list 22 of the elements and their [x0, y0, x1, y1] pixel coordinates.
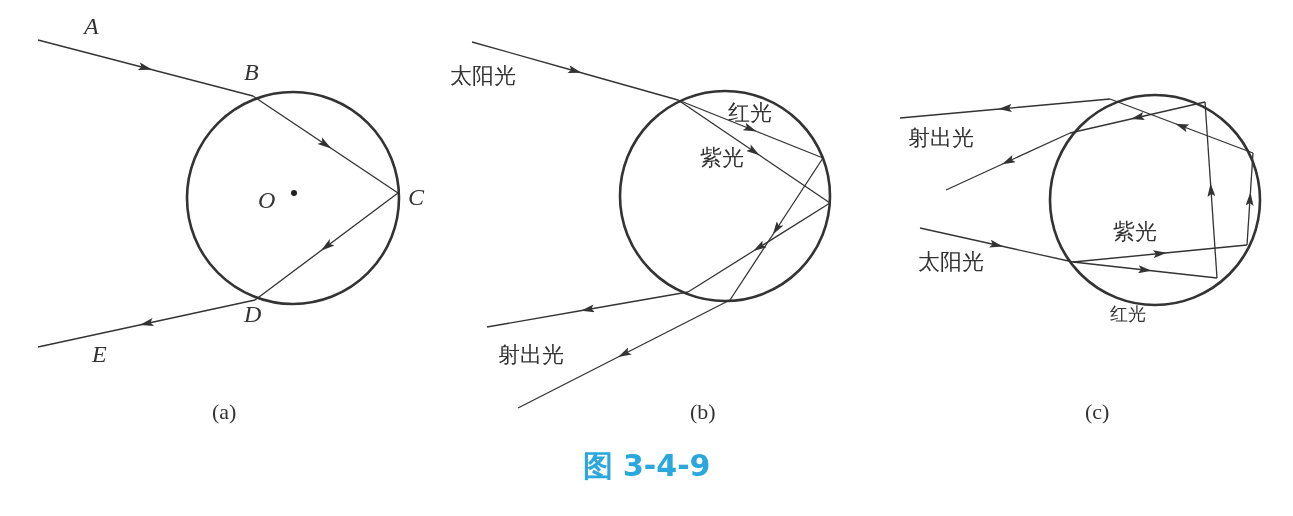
point-label: C — [408, 185, 424, 209]
text-label: 太阳光 — [450, 64, 516, 88]
text-label: 紫光 — [700, 146, 744, 170]
text-label: 射出光 — [498, 343, 564, 367]
panel-label: (b) — [690, 400, 716, 424]
point-label: E — [92, 342, 107, 366]
panel-label: (c) — [1085, 400, 1110, 424]
text-label: 射出光 — [908, 126, 974, 150]
light-ray-arrow — [37, 299, 256, 348]
text-label: 红光 — [1110, 302, 1146, 326]
light-ray-arrow — [37, 39, 254, 97]
point-label: D — [244, 302, 262, 326]
point-label: O — [258, 188, 276, 212]
text-label: 紫光 — [1113, 220, 1157, 244]
figure-caption: 图 3-4-9 — [582, 448, 711, 483]
text-label: 红光 — [728, 101, 772, 125]
point-label: A — [84, 14, 99, 38]
panel-label: (a) — [212, 400, 237, 424]
text-label: 太阳光 — [918, 250, 984, 274]
light-ray-arrow — [254, 192, 399, 301]
point-label: B — [244, 60, 259, 84]
light-ray-arrow — [252, 95, 399, 194]
